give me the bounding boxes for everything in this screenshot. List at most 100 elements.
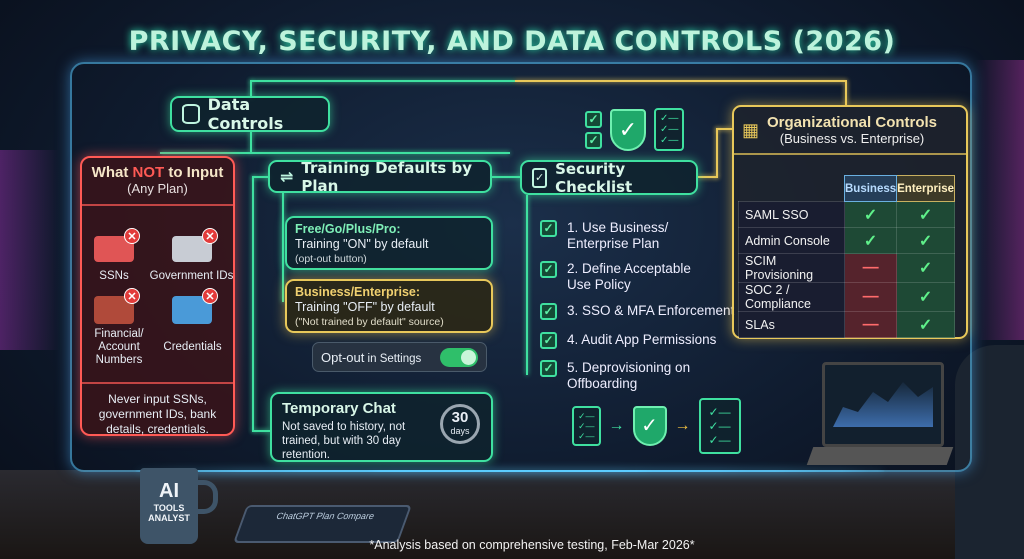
org-title: Organizational Controls: [767, 114, 938, 131]
what-not-to-input-panel: What NOT to Input (Any Plan) ✕ ✕ SSNs Go…: [80, 156, 235, 436]
column-enterprise: Enterprise: [896, 175, 956, 202]
org-table-row: Admin Console ✓ ✓: [738, 227, 956, 254]
connector: [698, 176, 718, 178]
checkbox-icon: ✓: [540, 360, 557, 377]
optout-setting: Opt-out in Settings: [312, 342, 487, 372]
database-icon: [182, 104, 200, 124]
shield-check-icon: ✓: [632, 406, 667, 446]
connector: [515, 80, 845, 82]
page-title: PRIVACY, SECURITY, AND DATA CONTROLS (20…: [128, 26, 896, 57]
clipboard-check-icon: ✓: [532, 167, 548, 188]
neon-city-right: [975, 60, 1024, 340]
panel-subtitle: (Any Plan): [127, 181, 188, 196]
mug-handle: [198, 480, 218, 514]
training-status: Training "ON" by default: [295, 237, 429, 251]
connector: [845, 80, 847, 105]
connector: [526, 195, 528, 375]
checkbox-icon: ✓: [540, 303, 557, 320]
item-financial: Financial/ Account Numbers: [94, 328, 144, 366]
connector: [252, 176, 254, 431]
row-label: SCIM Provisioning: [738, 253, 845, 283]
item-credentials: Credentials: [163, 341, 222, 353]
checkbox-icon: ✓: [540, 332, 557, 349]
security-icons-group: ✓✓ ✓ ✓—✓—✓—: [585, 108, 685, 151]
organizational-controls-panel: ▦ Organizational Controls (Business vs. …: [732, 105, 968, 339]
org-table-row: SLAs — ✓: [738, 311, 956, 338]
row-label: SLAs: [738, 311, 845, 338]
plans-label: Free/Go/Plus/Pro:: [295, 222, 401, 236]
clipboard-icon: ✓—✓—✓—: [654, 108, 685, 151]
check-icon: ✓: [843, 227, 898, 254]
workflow-icons: ✓—✓—✓— → ✓ → ✓—✓—✓—: [572, 398, 741, 454]
training-defaults-header: ⇌ Training Defaults by Plan: [268, 159, 492, 195]
bank-icon: ✕: [94, 288, 140, 324]
checklist-item: ✓5. Deprovisioning on Offboarding: [540, 360, 707, 392]
checklist-item: ✓2. Define Acceptable Use Policy: [540, 261, 707, 293]
check-icon: ✓: [896, 311, 956, 338]
connector: [160, 152, 510, 154]
footnote: *Analysis based on comprehensive testing…: [369, 538, 695, 552]
connector: [716, 128, 732, 130]
row-label: Admin Console: [738, 227, 845, 254]
temporary-chat-box: Temporary Chat Not saved to history, not…: [270, 392, 493, 462]
clipboard-icon: ✓—✓—✓—: [572, 406, 601, 446]
item-ssns: SSNs: [99, 270, 129, 282]
id-card-icon: ✕: [172, 228, 218, 262]
business-plans-box: Business/Enterprise: Training "OFF" by d…: [285, 279, 493, 333]
column-business: Business: [843, 175, 898, 202]
checklist-item: ✓4. Audit App Permissions: [540, 332, 716, 349]
item-government-ids: Government IDs: [149, 270, 234, 282]
check-icon: ✓: [896, 201, 956, 228]
org-table-row: SCIM Provisioning — ✓: [738, 253, 956, 283]
ai-tools-analyst-mug: AI TOOLS ANALYST: [140, 468, 198, 544]
credit-card-icon: ✕: [94, 228, 140, 262]
org-table-row: SOC 2 / Compliance — ✓: [738, 282, 956, 312]
clipboard-shield-icon: ✓—✓—✓—: [698, 398, 741, 454]
check-icon: ✓: [896, 282, 956, 312]
org-subtitle: (Business vs. Enterprise): [779, 131, 925, 146]
optout-toggle[interactable]: [440, 347, 478, 367]
laptop-screen: [822, 362, 944, 447]
shield-check-icon: ✓: [610, 108, 646, 151]
switch-arrows-icon: ⇌: [280, 167, 294, 186]
org-table-row: SAML SSO ✓ ✓: [738, 201, 956, 228]
row-label: SOC 2 / Compliance: [738, 282, 845, 312]
training-note: (opt-out button): [295, 253, 367, 265]
security-checklist-header: ✓ Security Checklist: [520, 160, 698, 196]
checkbox-icon: ✓: [540, 261, 557, 278]
training-note: ("Not trained by default" source): [295, 316, 444, 328]
data-controls-text: Data Controls: [207, 95, 284, 133]
dash-icon: —: [843, 311, 898, 338]
connector: [252, 430, 270, 432]
person-silhouette: [955, 345, 1024, 559]
connector: [250, 132, 252, 152]
temp-chat-title: Temporary Chat: [282, 400, 396, 417]
connector: [250, 80, 515, 82]
arrow-right-icon: →: [674, 417, 691, 434]
arrow-right-icon: →: [608, 417, 625, 434]
check-icon: ✓: [843, 201, 898, 228]
retention-timer-badge: 30 days: [440, 404, 480, 444]
plans-label: Business/Enterprise:: [295, 285, 421, 299]
check-icon: ✓: [896, 227, 956, 254]
connector: [252, 176, 270, 178]
temp-chat-text: Not saved to history, not trained, but w…: [282, 421, 406, 461]
warning-text: Never input SSNs, government IDs, bank d…: [82, 382, 233, 437]
row-label: SAML SSO: [738, 201, 845, 228]
glowing-frame: [70, 62, 972, 472]
data-controls-label: Data Controls: [170, 95, 330, 133]
org-chart-icon: ▦: [742, 119, 760, 140]
org-header: ▦ Organizational Controls (Business vs. …: [734, 107, 966, 155]
connector: [282, 192, 284, 302]
free-plans-box: Free/Go/Plus/Pro: Training "ON" by defau…: [285, 216, 493, 270]
connector: [716, 128, 718, 178]
dash-icon: —: [843, 253, 898, 283]
dash-icon: —: [843, 282, 898, 312]
connector: [250, 80, 252, 98]
credentials-card-icon: ✕: [172, 288, 218, 324]
org-controls-table: Business Enterprise SAML SSO ✓ ✓Admin Co…: [738, 175, 956, 338]
checkbox-icon: ✓: [540, 220, 557, 237]
panel-title: What NOT to Input: [91, 164, 224, 181]
training-status: Training "OFF" by default: [295, 300, 435, 314]
check-icon: ✓: [896, 253, 956, 283]
